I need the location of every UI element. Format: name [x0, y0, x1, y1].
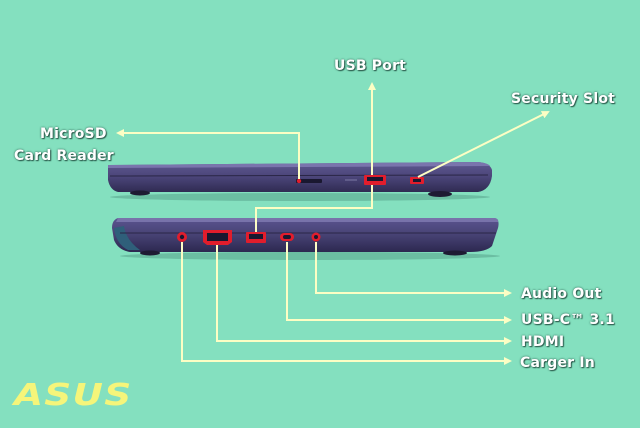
leader-lines: [116, 82, 550, 365]
usb-a-port-left: [246, 232, 266, 243]
charger-leader: [181, 242, 512, 365]
label-usb-c: USB-C™ 3.1: [521, 312, 615, 328]
label-audio-out: Audio Out: [521, 286, 602, 302]
hdmi-leader: [216, 245, 512, 345]
security-slot-leader: [417, 111, 550, 178]
microsd-slot: [296, 178, 322, 184]
usb-a-port-right: [364, 175, 386, 185]
asus-logo: ASUS: [14, 378, 133, 413]
usb-c-port: [280, 233, 294, 241]
usb-port-leader-2: [255, 185, 373, 232]
label-charger-in: Carger In: [520, 355, 595, 371]
hdmi-port: [203, 230, 232, 245]
label-usb-port: USB Port: [334, 58, 407, 74]
audio-jack: [311, 232, 321, 242]
label-hdmi: HDMI: [521, 334, 565, 350]
security-slot: [410, 177, 424, 184]
label-microsd-line2: Card Reader: [14, 148, 114, 164]
microsd-leader: [116, 129, 300, 179]
laptop-left-side: [112, 218, 500, 260]
charger-port: [177, 232, 187, 242]
asus-logo-text: ASUS: [14, 378, 133, 413]
label-security-slot: Security Slot: [511, 91, 616, 107]
usb-c-leader: [286, 242, 512, 324]
label-microsd-line1: MicroSD: [40, 126, 107, 142]
audio-out-leader: [315, 242, 512, 297]
